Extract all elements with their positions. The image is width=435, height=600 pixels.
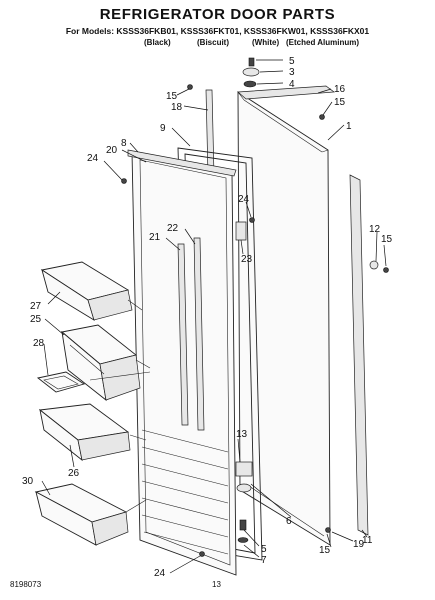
callout-22: 22 — [167, 223, 179, 234]
screws — [121, 84, 389, 557]
shelf-rail-left — [177, 243, 189, 426]
color-label-white: (White) — [252, 38, 280, 47]
callout-leaders — [41, 59, 387, 574]
callout-24-upper: 24 — [87, 153, 99, 164]
callout-12: 12 — [369, 224, 381, 235]
side-trim-strip — [349, 174, 369, 536]
dairy-door-tray — [36, 371, 86, 393]
callout-13: 13 — [236, 429, 248, 440]
callout-24-middle: 24 — [238, 194, 250, 205]
hinge-assembly — [242, 57, 260, 88]
document-number: 8198073 — [10, 580, 42, 589]
callout-15-top-right: 15 — [334, 97, 346, 108]
callout-23: 23 — [241, 254, 253, 265]
callout-7: 7 — [261, 555, 267, 566]
color-label-biscuit: (Biscuit) — [197, 38, 229, 47]
callout-20: 20 — [106, 145, 118, 156]
callout-1: 1 — [346, 121, 352, 132]
top-trim-strip — [237, 85, 335, 100]
shelf-rail-right — [193, 237, 205, 431]
callout-5-top: 5 — [289, 56, 295, 67]
page-title: REFRIGERATOR DOOR PARTS — [99, 6, 336, 23]
callout-26: 26 — [68, 468, 80, 479]
callout-4: 4 — [289, 79, 295, 90]
door-stop-bracket — [235, 221, 247, 241]
door-shelf-front — [38, 403, 131, 462]
callout-24-lower: 24 — [154, 568, 166, 579]
color-label-etched-aluminum: (Etched Aluminum) — [286, 38, 360, 47]
callout-11: 11 — [362, 535, 373, 546]
callout-9: 9 — [160, 123, 166, 134]
page-number: 13 — [212, 580, 221, 589]
callout-15-left: 15 — [166, 91, 178, 102]
outer-door-panel — [237, 91, 331, 546]
model-list: For Models: KSSS36FKB01, KSSS36FKT01, KS… — [65, 26, 370, 36]
callout-15-bottom: 15 — [319, 545, 331, 556]
door-bin-upper — [40, 261, 133, 321]
breaker-strip — [127, 149, 237, 177]
callout-25: 25 — [30, 314, 42, 325]
callout-numbers: 5 3 4 15 18 16 15 1 9 8 20 24 24 22 21 2… — [22, 56, 393, 579]
callout-15-right: 15 — [381, 234, 393, 245]
callout-8: 8 — [121, 138, 127, 149]
door-bin-lower — [34, 483, 129, 546]
assembly-guide-lines — [89, 299, 151, 513]
callout-16: 16 — [334, 84, 346, 95]
callout-19: 19 — [353, 539, 365, 550]
callout-27: 27 — [30, 301, 42, 312]
callout-6: 6 — [286, 516, 292, 527]
dairy-compartment — [60, 324, 141, 402]
callout-5-bottom: 5 — [261, 544, 267, 555]
callout-28: 28 — [33, 338, 45, 349]
callout-18: 18 — [171, 102, 183, 113]
callout-30: 30 — [22, 476, 34, 487]
callout-3: 3 — [289, 67, 295, 78]
color-label-black: (Black) — [144, 38, 171, 47]
callout-21: 21 — [149, 232, 161, 243]
bottom-hinge-assembly — [235, 461, 253, 543]
